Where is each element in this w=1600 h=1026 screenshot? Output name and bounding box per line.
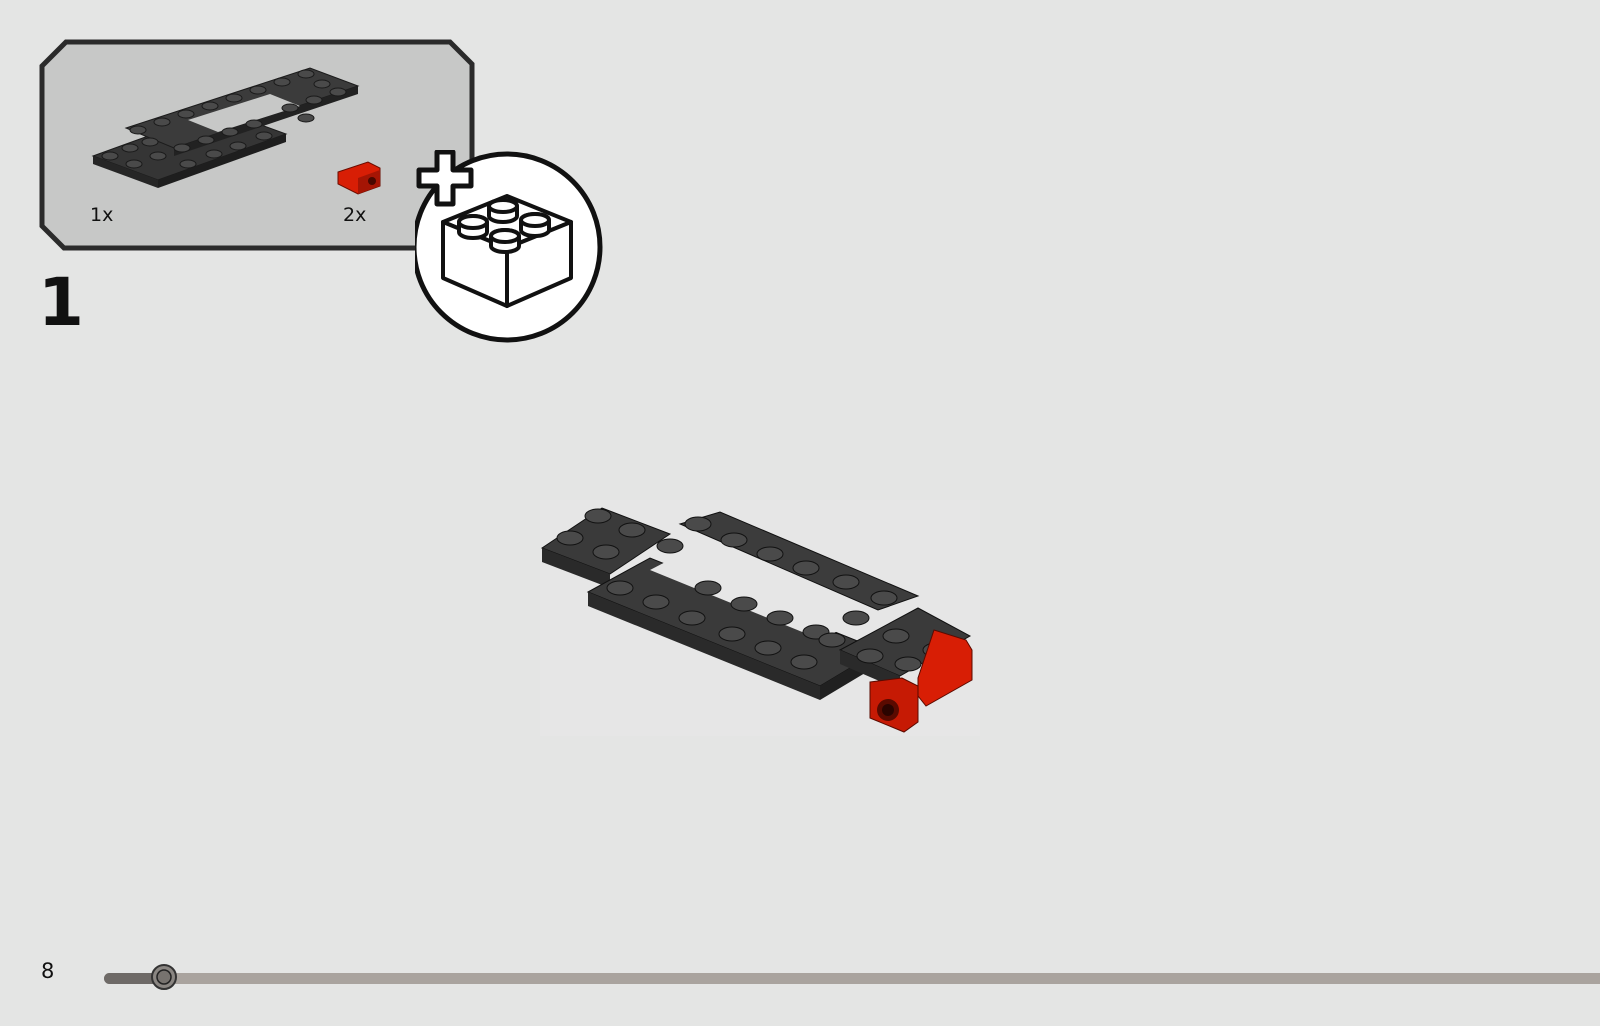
page-number: 8	[41, 961, 54, 982]
quantity-label: 1x	[90, 204, 113, 226]
step-number: 1	[38, 270, 84, 336]
add-brick-icon	[415, 150, 615, 350]
progress-knob-icon[interactable]	[151, 964, 177, 990]
assembly-illustration	[540, 500, 1000, 750]
progress-track	[104, 973, 1600, 984]
quantity-label: 2x	[343, 204, 366, 226]
